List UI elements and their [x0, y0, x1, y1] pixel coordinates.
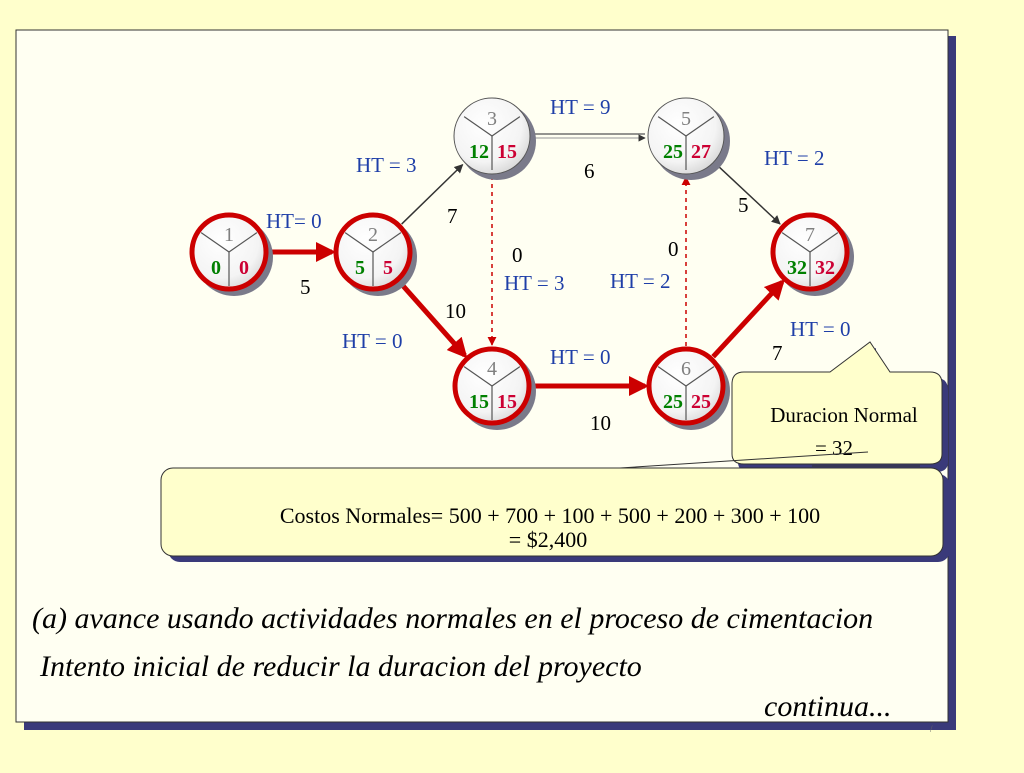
duration-callout: Duracion Normal = 32 [731, 341, 948, 472]
node-3: 3 12 15 [453, 97, 536, 180]
critical-ring [646, 346, 726, 426]
ht-label-2-3: HT = 3 [356, 153, 416, 177]
edge-6-7 [711, 279, 785, 359]
node-late-start: 0 [239, 257, 249, 279]
node-divider [809, 232, 839, 253]
caption-line-b: Intento inicial de reducir la duracion d… [40, 650, 642, 683]
node-id: 4 [487, 358, 497, 380]
node-divider [685, 116, 715, 137]
node-divider [657, 116, 687, 137]
duration-label-4-6: 10 [590, 411, 611, 435]
node-id: 5 [681, 108, 691, 130]
node-divider [657, 366, 687, 387]
node-divider [228, 232, 258, 253]
costs-callout: Costos Normales= 500 + 700 + 100 + 500 +… [160, 451, 950, 562]
edges-layer [269, 133, 785, 396]
node-divider [685, 366, 715, 387]
node-late-start: 15 [497, 391, 517, 413]
node-id: 7 [805, 224, 815, 246]
duration-value: = 32 [815, 436, 853, 460]
node-id: 2 [368, 224, 378, 246]
node-early-start: 12 [469, 141, 489, 163]
node-id: 6 [681, 358, 691, 380]
node-divider [781, 232, 811, 253]
callout-pointer [619, 451, 869, 469]
edge-5-7 [714, 162, 781, 225]
node-id: 3 [487, 108, 497, 130]
node-id: 1 [224, 224, 234, 246]
node-early-start: 5 [355, 257, 365, 279]
node-divider [372, 232, 402, 253]
duration-label-6-7: 7 [772, 341, 783, 365]
duration-label-2-4: 10 [445, 299, 466, 323]
node-divider [491, 116, 521, 137]
node-late-start: 32 [815, 257, 835, 279]
caption-line-c: continua... [764, 690, 892, 723]
ht-label-1-2: HT= 0 [266, 209, 322, 233]
costs-callout-box [160, 467, 944, 557]
duration-label-5-7: 5 [738, 193, 749, 217]
critical-ring [189, 212, 269, 292]
edge-2-4 [397, 280, 468, 359]
ht-label-2-4: HT = 0 [342, 329, 402, 353]
costs-total: = $2,400 [509, 527, 587, 552]
duration-label-1-2: 5 [300, 275, 311, 299]
node-divider [463, 116, 493, 137]
node-divider [200, 232, 230, 253]
node-early-start: 32 [787, 257, 807, 279]
node-late-start: 25 [691, 391, 711, 413]
node-early-start: 25 [663, 391, 683, 413]
ht-label-6-7: HT = 0 [790, 317, 850, 341]
duration-label: Duracion Normal [770, 403, 918, 427]
node-late-start: 15 [497, 141, 517, 163]
critical-ring [770, 212, 850, 292]
node-early-start: 15 [469, 391, 489, 413]
caption-line-a: (a) avance usando actividades normales e… [32, 602, 874, 635]
duration-label-2-3: 7 [447, 204, 458, 228]
node-early-start: 25 [663, 141, 683, 163]
ht-label-4-6: HT = 0 [550, 345, 610, 369]
duration-label-6-5: 0 [668, 237, 679, 261]
node-5: 5 25 27 [647, 97, 730, 180]
corner-mark: / [930, 724, 933, 734]
duration-callout-box [731, 341, 943, 465]
node-divider [463, 366, 493, 387]
critical-ring [333, 212, 413, 292]
node-late-start: 27 [691, 141, 711, 163]
costs-label: Costos Normales= 500 + 700 + 100 + 500 +… [280, 503, 820, 528]
critical-ring [452, 346, 532, 426]
ht-label-6-5: HT = 2 [610, 269, 670, 293]
node-divider [491, 366, 521, 387]
ht-label-3-4: HT = 3 [504, 271, 564, 295]
duration-label-3-5: 6 [584, 159, 595, 183]
node-early-start: 0 [211, 257, 221, 279]
ht-label-3-5: HT = 9 [550, 95, 610, 119]
ht-label-5-7: HT = 2 [764, 146, 824, 170]
node-divider [344, 232, 374, 253]
edge-3-5 [532, 133, 646, 142]
edge-2-3 [401, 163, 464, 225]
node-late-start: 5 [383, 257, 393, 279]
duration-label-3-4: 0 [512, 243, 523, 267]
